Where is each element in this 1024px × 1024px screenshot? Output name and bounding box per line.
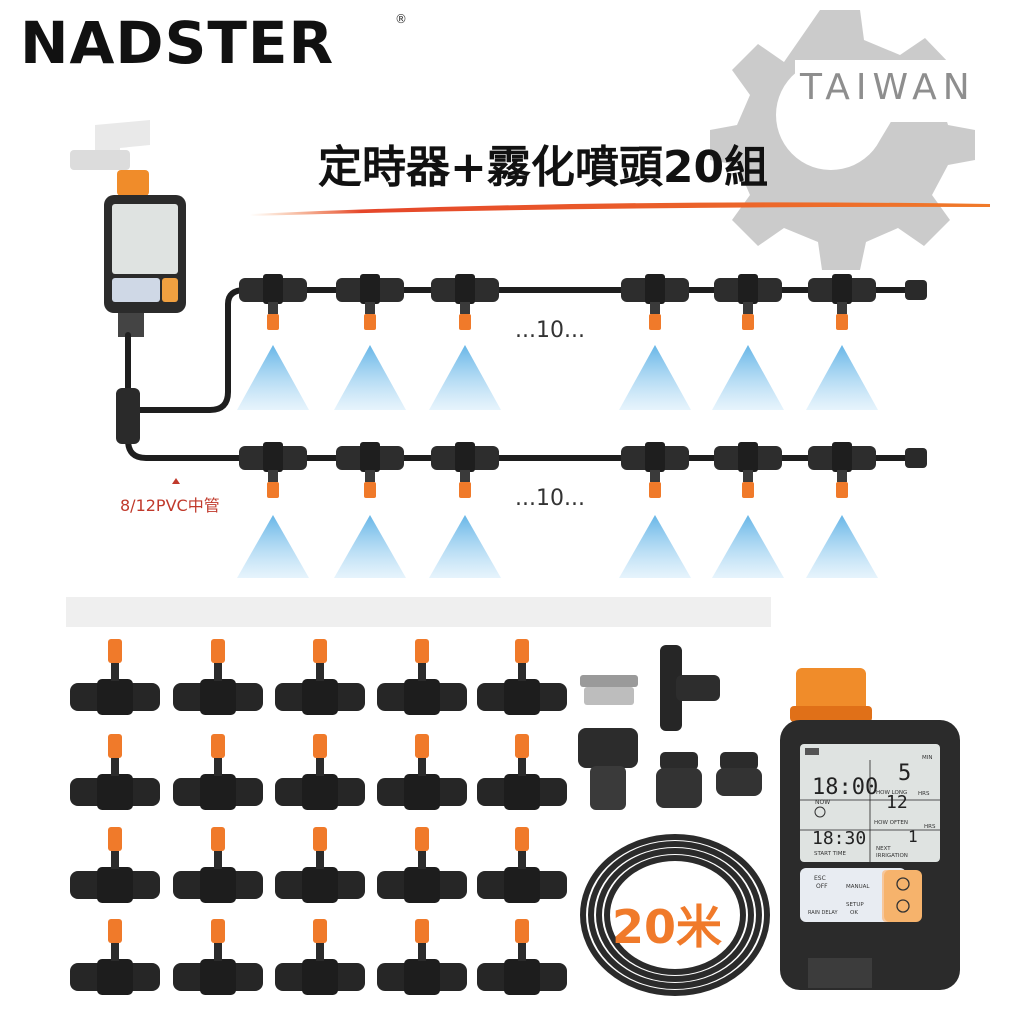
next-unit: HRS	[924, 824, 936, 830]
tee-connector	[477, 734, 567, 810]
how-often-value: 12	[886, 792, 908, 813]
sprinkler-row-1	[237, 274, 878, 410]
registered-mark: ®	[395, 12, 407, 26]
now-time: 18:00	[812, 775, 878, 800]
now-label: NOW	[815, 799, 830, 806]
start-label: START TIME	[814, 851, 846, 857]
tee-connector	[477, 919, 567, 995]
sprinkler-tee	[806, 442, 878, 578]
sprinkler-tee	[429, 442, 501, 578]
how-often-label: HOW OFTEN	[874, 820, 908, 826]
sprinkler-tee	[619, 274, 691, 410]
coiled-hose	[580, 834, 770, 996]
next-value: 1	[908, 827, 918, 846]
pipe-label: 8/12PVC中管	[120, 496, 220, 515]
ok-button-label: OK	[850, 910, 858, 916]
mist-spray	[334, 515, 406, 578]
next-label-1: NEXT	[876, 846, 891, 852]
tee-connector	[275, 919, 365, 995]
tee-connector	[275, 734, 365, 810]
sprinkler-tee	[334, 274, 406, 410]
mist-spray	[429, 515, 501, 578]
how-long-label: HOW LONG	[876, 790, 907, 796]
sprinkler-tee	[237, 274, 309, 410]
mist-spray	[619, 345, 691, 410]
tee-connector	[70, 639, 160, 715]
sprinkler-tee	[712, 274, 784, 410]
tee-connector	[173, 639, 263, 715]
tee-connector	[477, 639, 567, 715]
headline: 定時器+霧化噴頭20組	[318, 142, 769, 193]
brand-logo: NADSTER	[20, 9, 335, 77]
how-long-unit: MIN	[922, 755, 932, 761]
mist-spray	[806, 345, 878, 410]
accessories	[578, 645, 762, 810]
manual-button-label: MANUAL	[846, 884, 870, 890]
tee-connector	[377, 919, 467, 995]
sprinkler-row-2	[237, 442, 878, 578]
mist-spray	[712, 515, 784, 578]
faucet-icon	[70, 120, 150, 170]
tee-connector	[275, 639, 365, 715]
mist-spray	[806, 515, 878, 578]
rain-delay-label: RAIN DELAY	[808, 910, 838, 916]
tee-connector	[275, 827, 365, 903]
mist-spray	[237, 345, 309, 410]
mist-spray	[237, 515, 309, 578]
mist-spray	[619, 515, 691, 578]
tee-connector	[477, 827, 567, 903]
timer-small-icon	[104, 170, 186, 337]
tee-connector	[173, 827, 263, 903]
tee-connector	[377, 734, 467, 810]
how-long-value: 5	[898, 761, 911, 786]
pointer-icon	[172, 478, 180, 484]
tee-connector	[377, 639, 467, 715]
headline-underline	[250, 202, 990, 216]
tee-connector	[70, 827, 160, 903]
sprinkler-tee	[619, 442, 691, 578]
pipe-end-caps	[116, 280, 927, 468]
tee-connector	[173, 919, 263, 995]
sprinkler-tee	[712, 442, 784, 578]
sprinkler-tee	[429, 274, 501, 410]
start-time: 18:30	[812, 828, 866, 849]
mist-spray	[712, 345, 784, 410]
sprinkler-tee	[806, 274, 878, 410]
off-button-label: OFF	[816, 883, 828, 890]
tee-connector	[173, 734, 263, 810]
sprinkler-tee	[334, 442, 406, 578]
mist-spray	[429, 345, 501, 410]
tee-connector	[70, 734, 160, 810]
tee-connector	[70, 919, 160, 995]
hose-length-label: 20米	[612, 900, 723, 954]
how-often-unit: HRS	[918, 791, 930, 797]
row2-count-label: ...10...	[515, 486, 585, 511]
mist-spray	[334, 345, 406, 410]
sprinkler-tee	[237, 442, 309, 578]
taiwan-badge-text: TAIWAN	[800, 67, 976, 108]
timer-device	[780, 668, 960, 990]
next-label-2: IRRIGATION	[876, 853, 908, 859]
esc-button-label: ESC	[814, 875, 826, 882]
tee-connectors-grid	[70, 639, 567, 995]
row1-count-label: ...10...	[515, 318, 585, 343]
setup-button-label: SETUP	[846, 902, 864, 908]
tee-connector	[377, 827, 467, 903]
shelf-divider	[66, 597, 771, 627]
